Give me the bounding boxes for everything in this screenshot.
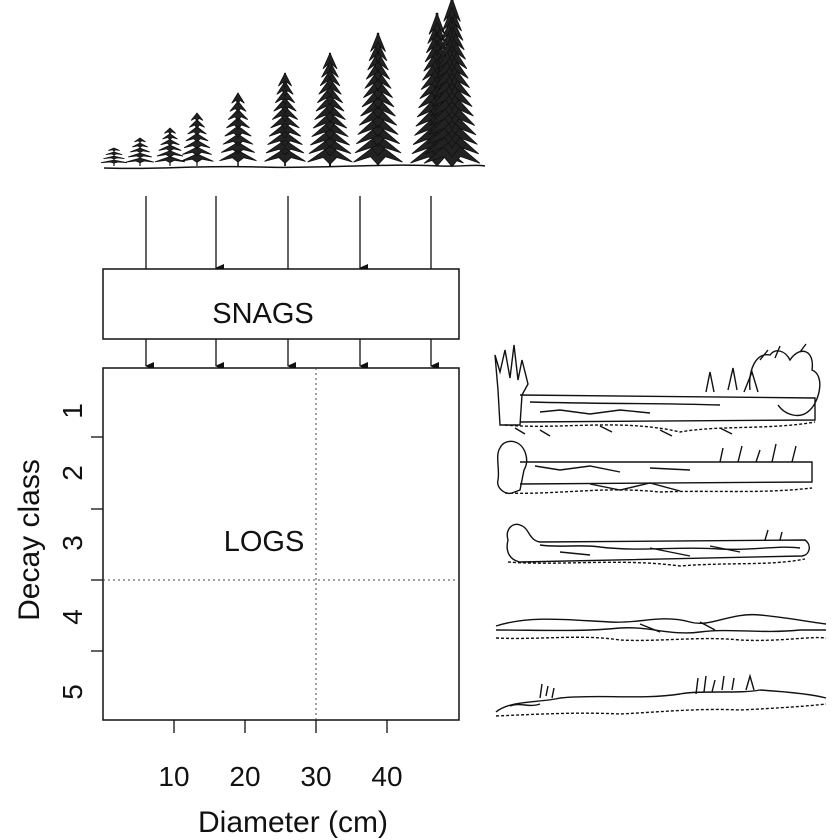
y-tick-label: 5 xyxy=(57,684,88,700)
x-tick-label: 10 xyxy=(158,761,189,792)
logs-panel xyxy=(102,367,460,721)
tree-4 xyxy=(180,112,214,166)
x-tick-label: 40 xyxy=(371,761,402,792)
x-tick-label: 20 xyxy=(229,761,260,792)
tree-3 xyxy=(154,127,186,166)
decay-class-1-log xyxy=(494,343,821,437)
x-axis: 10 20 30 40 xyxy=(158,720,403,792)
x-tick-label: 30 xyxy=(300,761,331,792)
log-drawings xyxy=(494,343,827,717)
y-tick-label: 4 xyxy=(57,609,88,625)
decay-class-2-log xyxy=(496,440,813,495)
tree-5 xyxy=(219,92,257,166)
logs-label: LOGS xyxy=(224,526,305,558)
tree-size-sequence xyxy=(100,0,481,168)
tree-to-snag-arrows xyxy=(145,196,432,272)
tree-10 xyxy=(423,0,481,168)
y-axis-label: Decay class xyxy=(13,459,46,621)
tree-7 xyxy=(307,52,353,166)
y-tick-label: 3 xyxy=(57,535,88,551)
decay-class-3-log xyxy=(506,523,810,567)
tree-1 xyxy=(100,147,128,166)
y-tick-label: 2 xyxy=(57,465,88,481)
snags-label: SNAGS xyxy=(212,298,314,330)
snag-to-log-arrows xyxy=(145,339,439,370)
snags-box xyxy=(102,268,460,340)
tree-8 xyxy=(353,31,403,166)
decay-class-5-log xyxy=(495,673,827,717)
decay-class-4-log xyxy=(495,613,827,642)
y-tick-label: 1 xyxy=(57,403,88,419)
ground-line xyxy=(103,164,486,170)
tree-6 xyxy=(264,72,306,166)
y-axis: 1 2 3 4 5 xyxy=(57,403,103,700)
tree-2 xyxy=(125,137,155,166)
x-axis-label: Diameter (cm) xyxy=(198,806,388,839)
